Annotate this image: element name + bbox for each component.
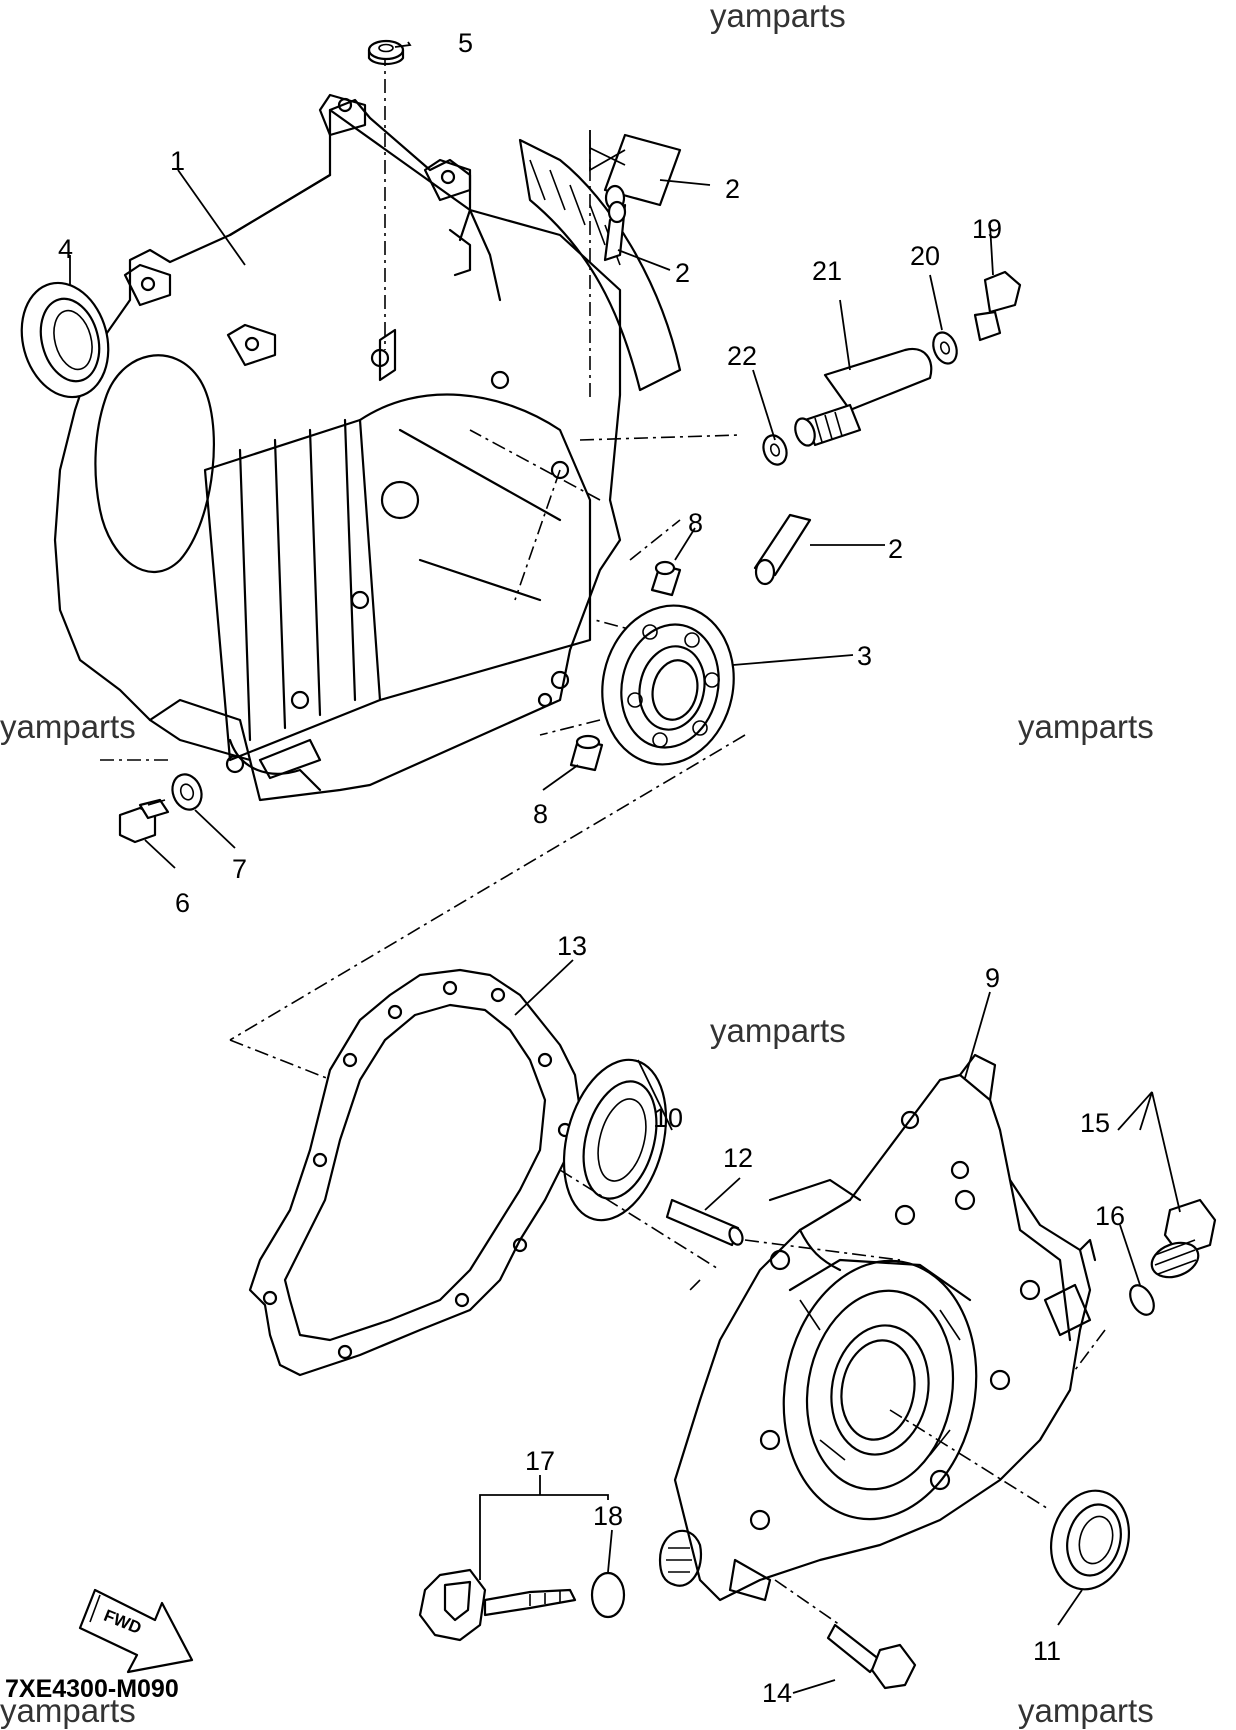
callout-2-right: 2	[888, 534, 903, 564]
part-14-bolt	[826, 1623, 917, 1690]
part-13-gasket	[248, 968, 582, 1377]
part-8-dowel-lower	[569, 734, 604, 772]
watermark-bottom-right: yamparts	[1018, 1692, 1154, 1729]
callout-16: 16	[1095, 1201, 1125, 1231]
callout-17: 17	[525, 1446, 555, 1476]
callout-21: 21	[812, 256, 842, 286]
watermark-mid-left: yamparts	[0, 708, 136, 745]
part-11-oil-seal	[1049, 1489, 1131, 1591]
part-20-washer	[932, 331, 958, 365]
watermark-top: yamparts	[710, 0, 846, 34]
part-2-dowel-pin-c	[753, 513, 812, 586]
part-6-drain-bolt	[118, 798, 170, 844]
callout-18: 18	[593, 1501, 623, 1531]
callout-19: 19	[972, 214, 1002, 244]
figure-code: 7XE4300-M090	[5, 1675, 179, 1703]
callout-22: 22	[727, 341, 757, 371]
callout-4: 4	[58, 234, 73, 264]
part-17-dipstick	[418, 1568, 577, 1642]
part-4-oil-seal	[20, 281, 110, 399]
callout-labels: 1 2 2 2 3 4 5 6 7 8 8 9 10 11 12 13 14 1…	[58, 28, 1125, 1708]
callout-3: 3	[857, 641, 872, 671]
alignment-lines-lower	[559, 1169, 1106, 1626]
callout-6: 6	[175, 888, 190, 918]
fwd-arrow-icon: FWD	[78, 1588, 194, 1674]
callout-20: 20	[910, 241, 940, 271]
part-10-oil-seal	[562, 1058, 668, 1222]
part-8-dowel-upper	[650, 560, 682, 597]
callout-15: 15	[1080, 1108, 1110, 1138]
alignment-lines-upper	[100, 52, 746, 1171]
callout-1: 1	[170, 146, 185, 176]
part-19-plug-bolt	[973, 270, 1022, 342]
callout-2-top: 2	[725, 174, 740, 204]
part-15-oil-filler-plug	[1150, 1198, 1217, 1279]
watermark-mid-right: yamparts	[1018, 708, 1154, 745]
part-16-o-ring	[1129, 1284, 1155, 1316]
part-21-shaft	[794, 347, 933, 447]
part-22-seal-washer	[762, 434, 788, 466]
callout-8-lower: 8	[533, 799, 548, 829]
part-2-dowel-pin-b	[603, 200, 627, 262]
callout-12: 12	[723, 1143, 753, 1173]
part-18-o-ring	[590, 1571, 626, 1619]
crankcase-body	[53, 93, 682, 802]
callout-13: 13	[557, 931, 587, 961]
callout-9: 9	[985, 963, 1000, 993]
callout-5: 5	[458, 28, 473, 58]
callout-14: 14	[762, 1678, 792, 1708]
callout-10: 10	[653, 1103, 683, 1133]
part-12-pin	[665, 1198, 744, 1247]
watermark-bottom-left: yamparts	[0, 1692, 136, 1729]
leader-lines	[69, 41, 1181, 1694]
callout-7: 7	[232, 854, 247, 884]
part-3-bearing	[601, 604, 735, 766]
part-7-gasket-washer	[171, 773, 203, 811]
callout-2-mid: 2	[675, 258, 690, 288]
part-2-dowel-pin-a	[603, 133, 682, 212]
part-5-washer	[367, 39, 405, 66]
watermark-center: yamparts	[710, 1012, 846, 1049]
part-9-crankcase-cover	[658, 1053, 1097, 1602]
callout-8-upper: 8	[688, 508, 703, 538]
callout-11: 11	[1033, 1636, 1061, 1666]
